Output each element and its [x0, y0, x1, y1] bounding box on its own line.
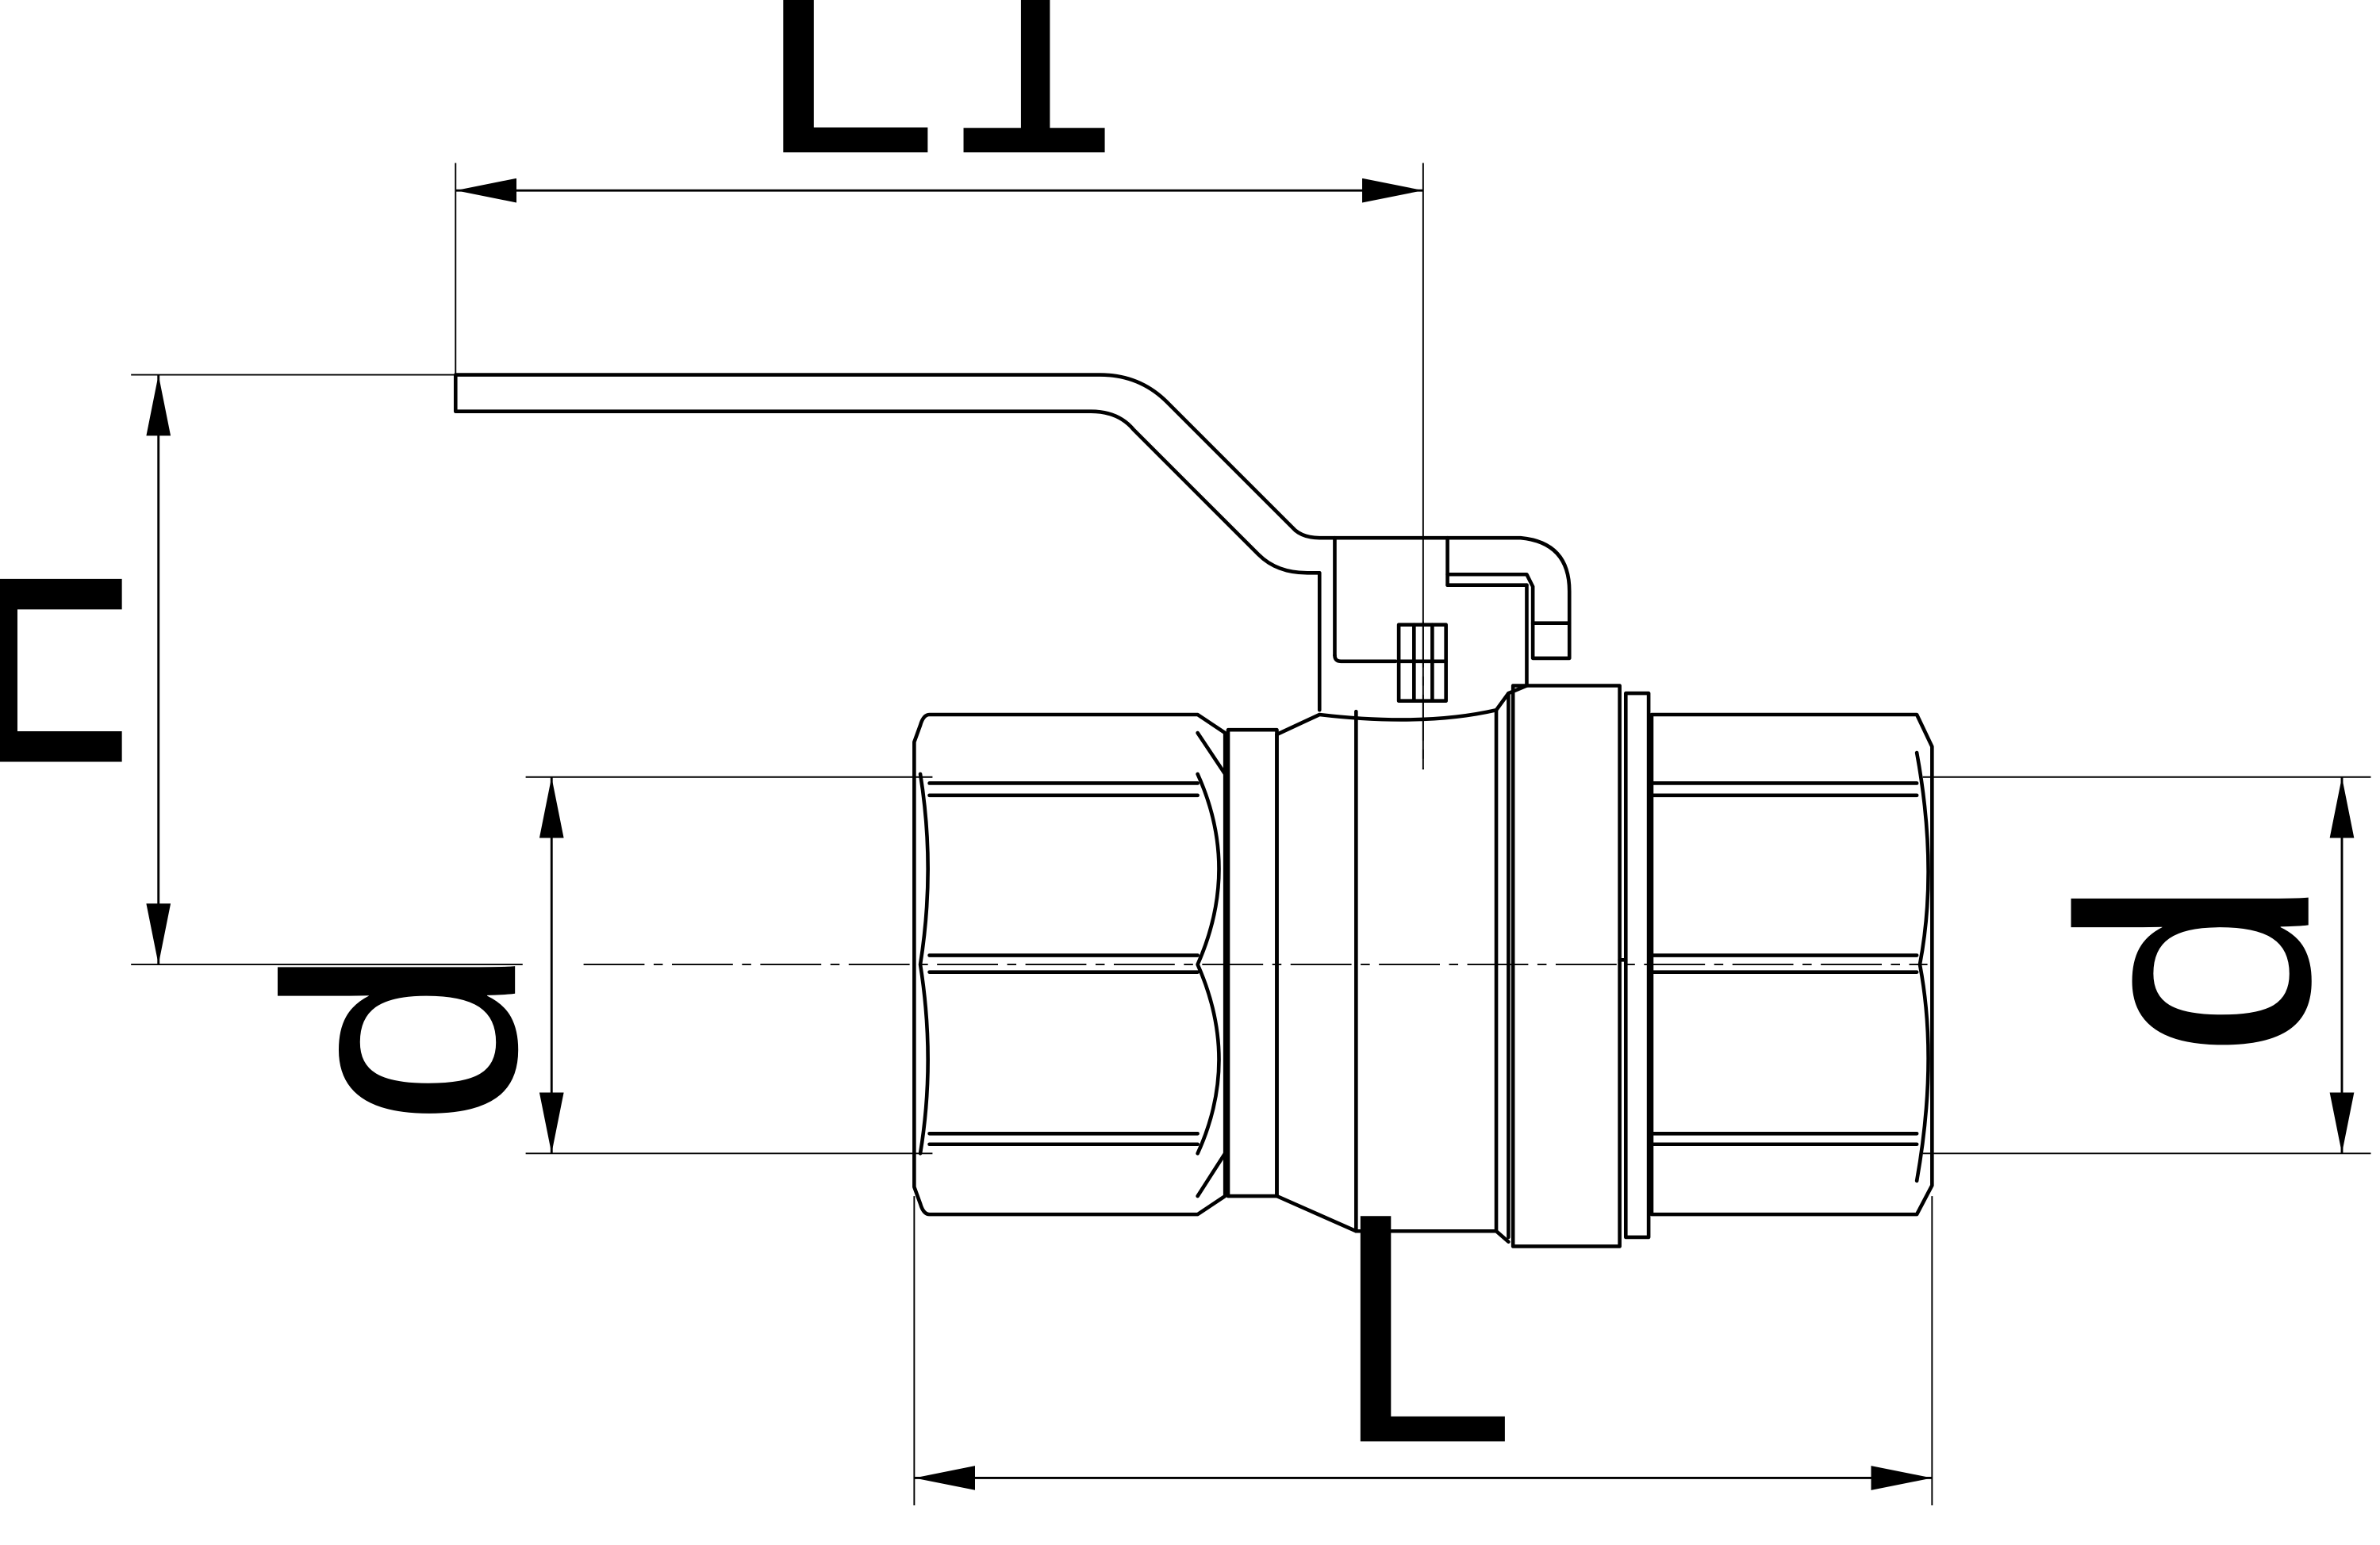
dimension-h	[131, 374, 523, 966]
dimension-label-l: L	[1334, 1144, 1516, 1511]
dimension-label-d-right: d	[2012, 876, 2378, 1059]
centerline	[583, 621, 1928, 966]
dimension-label-d-left: d	[218, 945, 585, 1127]
union-nut	[1511, 684, 1651, 1248]
valve-drawing	[453, 373, 1934, 1248]
dimension-label-h: H	[0, 552, 192, 788]
dimension-l	[913, 1196, 1933, 1506]
dimension-l1	[455, 163, 1424, 770]
left-port	[912, 712, 1227, 1217]
dimension-d-left	[525, 776, 933, 1155]
stem-nut	[1396, 623, 1448, 703]
dimension-label-l1: L1	[756, 0, 1120, 222]
lever-handle	[453, 373, 1572, 712]
valve-body	[1226, 691, 1511, 1244]
dimension-d-right	[1922, 776, 2371, 1155]
right-port	[1649, 712, 1934, 1217]
